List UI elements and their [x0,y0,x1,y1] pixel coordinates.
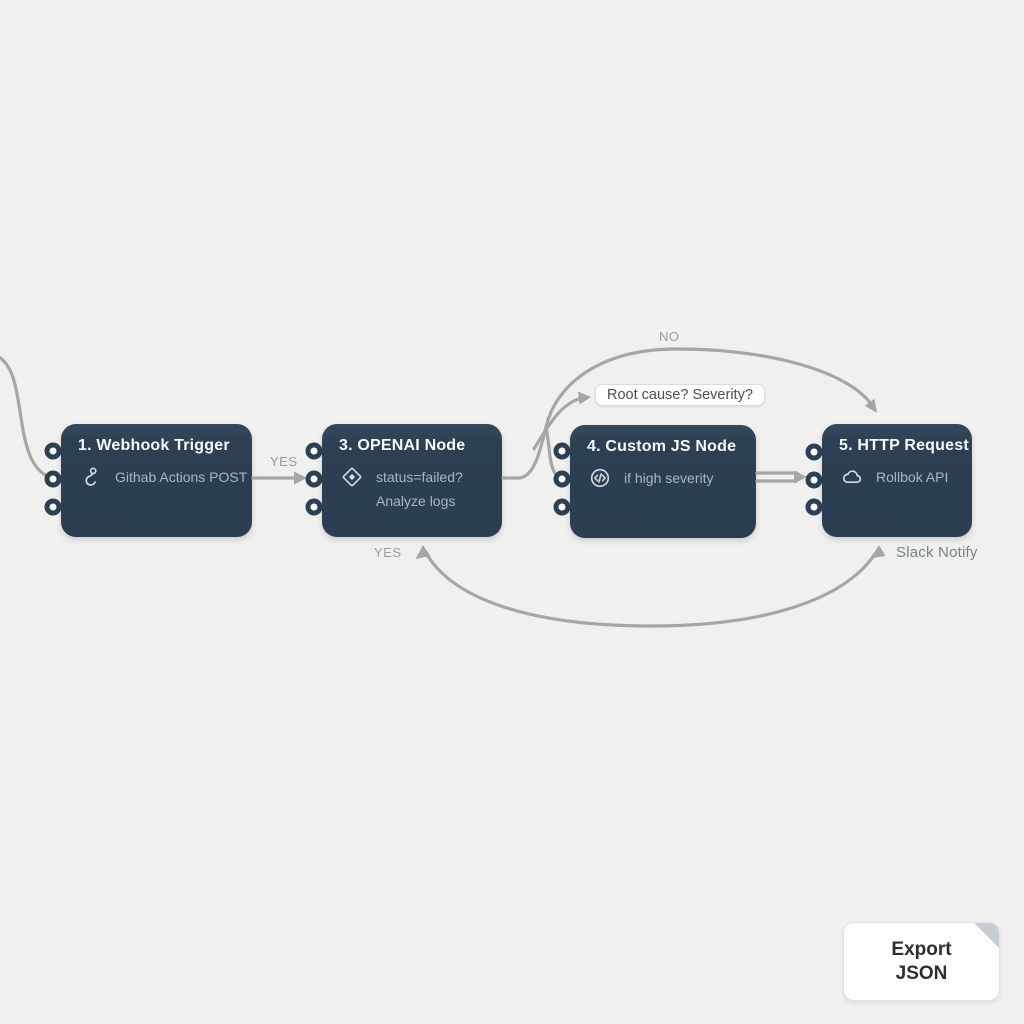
label-slack-notify: Slack Notify [896,544,978,561]
port[interactable] [553,498,571,516]
node-subtitle: Rollbok API [876,469,949,485]
wire-openai-to-customjs [544,426,560,479]
port[interactable] [44,498,62,516]
node-title: 1. Webhook Trigger [78,437,230,454]
port[interactable] [553,470,571,488]
export-button-line2: JSON [895,962,948,984]
arrowhead-icon [870,545,886,559]
port[interactable] [305,498,323,516]
node-title: 5. HTTP Request [839,437,969,454]
port[interactable] [44,470,62,488]
port[interactable] [805,443,823,461]
cloud-icon [841,466,863,488]
label-no: NO [659,329,680,344]
diamond-icon [341,466,363,488]
export-button-line1: Export [891,938,952,960]
node-subtitle: Githab Actions POST [115,469,248,485]
wire-bottom-arc [424,551,877,628]
node-title: 4. Custom JS Node [587,438,737,455]
port[interactable] [305,442,323,460]
node-subtitle-2: Analyze logs [376,493,456,509]
port[interactable] [553,442,571,460]
tooltip-root-cause: Root cause? Severity? [595,384,765,406]
node-openai[interactable]: 3. OPENAI Node status=failed? Analyze lo… [322,424,502,537]
code-icon [589,467,611,489]
export-json-button[interactable]: Export JSON [843,922,1000,1001]
label-yes-bottom: YES [374,545,402,560]
node-title: 3. OPENAI Node [339,437,466,454]
node-webhook-trigger[interactable]: 1. Webhook Trigger Githab Actions POST [61,424,252,537]
wire-incoming [0,356,51,479]
arrowhead-icon [415,545,431,559]
port[interactable] [305,470,323,488]
hook-icon [80,466,102,488]
node-subtitle: if high severity [624,470,714,486]
node-http-request[interactable]: 5. HTTP Request Rollbok API [822,424,972,537]
arrowhead-icon [864,398,877,413]
folded-corner-icon [973,923,999,949]
port[interactable] [805,498,823,516]
arrowhead-icon [794,470,807,484]
node-custom-js[interactable]: 4. Custom JS Node if high severity [570,425,756,538]
port[interactable] [805,471,823,489]
node-subtitle: status=failed? [376,469,463,485]
arrowhead-icon [578,391,591,405]
port[interactable] [44,442,62,460]
arrowhead-icon [294,471,307,485]
label-yes-top: YES [270,454,298,469]
